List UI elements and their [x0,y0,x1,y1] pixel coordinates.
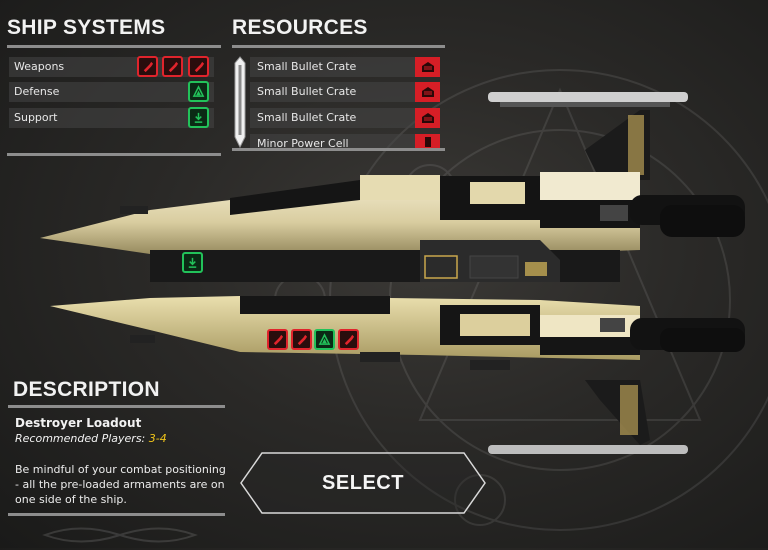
corner-emblem-icon [42,527,198,543]
description-body: Be mindful of your combat positioning - … [15,463,226,506]
power-cell-icon [415,134,440,148]
bullet-crate-icon [415,57,440,77]
description-bottom-rule [8,513,225,516]
resource-item[interactable]: Small Bullet Crate [250,57,440,77]
select-button-frame [240,452,486,514]
ship-weapon-icon [338,329,359,350]
ship-support-icon [182,252,203,273]
system-label-defense: Defense [14,85,60,98]
recommended-players-label: Recommended Players: [15,432,146,445]
resources-top-rule [232,45,445,48]
resource-label: Small Bullet Crate [257,60,357,73]
description-top-rule [8,405,225,408]
weapon-icon [188,56,209,77]
ship-shield-icon [314,329,335,350]
system-row-weapons[interactable]: Weapons [9,57,214,77]
resource-label: Small Bullet Crate [257,85,357,98]
resource-item[interactable]: Small Bullet Crate [250,82,440,102]
resource-label: Small Bullet Crate [257,111,357,124]
ship-systems-bottom-rule [7,153,221,156]
recommended-players: Recommended Players: 3-4 [15,432,167,445]
recommended-players-value: 3-4 [148,432,167,445]
description-heading: DESCRIPTION [13,378,160,401]
ship-systems-heading: SHIP SYSTEMS [7,16,166,39]
system-row-defense[interactable]: Defense [9,82,214,102]
support-icon [188,107,209,128]
resource-item[interactable]: Small Bullet Crate [250,108,440,128]
ship-weapon-icon [291,329,312,350]
system-label-support: Support [14,111,58,124]
bullet-crate-icon [415,108,440,128]
select-button[interactable]: SELECT [322,471,404,494]
ship-systems-top-rule [7,45,221,48]
weapon-icon [137,56,158,77]
resource-label: Minor Power Cell [257,137,349,148]
loadout-name: Destroyer Loadout [15,416,142,430]
resources-heading: RESOURCES [232,16,368,39]
shield-icon [188,81,209,102]
resources-bottom-rule [232,148,445,151]
ship-weapon-icon [267,329,288,350]
weapon-icon [162,56,183,77]
bullet-crate-icon [415,82,440,102]
resources-scrollbar[interactable] [233,55,247,150]
system-row-support[interactable]: Support [9,108,214,128]
system-label-weapons: Weapons [14,60,65,73]
resource-item[interactable]: Minor Power Cell [250,134,440,148]
